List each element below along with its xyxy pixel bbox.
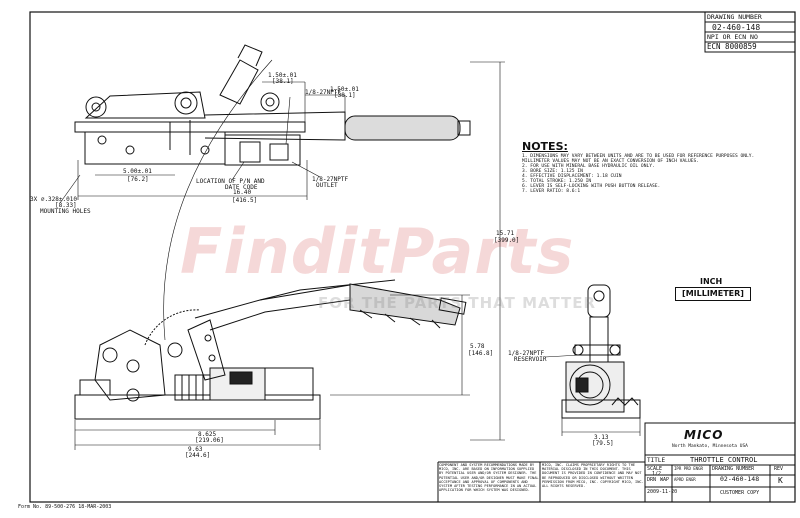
drawing-title: THROTTLE CONTROL (690, 456, 758, 464)
dim-top-2-mm: [38.1] (334, 92, 356, 99)
npi-label: NPI OR ECN NO (707, 33, 758, 41)
drawing-number-bottom: 02-460-148 (720, 475, 760, 483)
dim-1571-mm: [399.0] (494, 237, 520, 244)
rev-label: REV (774, 466, 784, 472)
mounting-holes-mm: [8.33] (55, 202, 77, 209)
dim-578: 5.78 (470, 343, 485, 350)
unit-millimeter: [MILLIMETER] (675, 287, 751, 301)
dim-8625: 8.625 (198, 431, 217, 438)
dim-1640-mm: [416.5] (232, 197, 258, 204)
end-view (561, 284, 641, 436)
sheet-border (29, 11, 796, 503)
title-block-frame (437, 422, 796, 503)
dim-1640: 16.40 (233, 189, 252, 196)
note-line: 6. LEVER IS SELF-LOCKING WITH PUSH BUTTO… (522, 184, 661, 189)
note-line: 5. TOTAL STROKE: 1.250 IN (522, 179, 592, 184)
company-location: North Mankato, Minnesota USA (672, 444, 748, 449)
outlet-port-label: 1/8-27NPTF (312, 176, 349, 183)
drn-label: DRN (647, 477, 657, 483)
scale-value: 1/2 (652, 471, 662, 477)
ipr-label: IPR PRD ENGR (674, 466, 703, 471)
drawing-number-label: DRAWING NUMBER (707, 13, 762, 21)
disclaimer-right: MICO, INC. CLAIMS PROPRIETARY RIGHTS TO … (542, 463, 644, 489)
customer-copy: CUSTOMER COPY (720, 490, 760, 496)
port-top-label: 1/8-27NPTF (305, 89, 342, 96)
dim-top-2: 1.50±.01 (330, 86, 359, 93)
dim-313-mm: [79.5] (592, 440, 614, 447)
dim-top-1: 1.50±.01 (268, 72, 297, 79)
dim-1571: 15.71 (496, 230, 515, 237)
drawing-number-box (704, 11, 796, 53)
title-label: TITLE (647, 457, 666, 464)
side-view (74, 279, 470, 450)
outlet-label: OUTLET (316, 182, 338, 189)
mounting-holes-callout: 3X ⌀.328±.010 (30, 196, 77, 203)
reservoir-port-label: 1/8-27NPTF (508, 350, 545, 357)
note-line: 7. LEVER RATIO: 8.6:1 (522, 189, 581, 194)
date-code-label: DATE CODE (225, 184, 258, 191)
top-view (74, 44, 471, 200)
form-number: Form No. 89-500-276 18-MAR-2003 (18, 504, 112, 510)
notes-title: NOTES: (522, 140, 568, 153)
drawing-number-label-bottom: DRAWING NUMBER (712, 466, 755, 472)
unit-inch: INCH (700, 277, 723, 286)
dim-313: 3.13 (594, 434, 609, 441)
note-line: MILLIMETER VALUES MAY NOT BE AN EXACT CO… (522, 159, 700, 164)
dim-500: 5.00±.01 (123, 168, 152, 175)
note-line: 4. EFFECTIVE DISPLACEMENT: 1.18 CUIN (522, 174, 622, 179)
rev-value: K (778, 476, 783, 485)
dim-top-1-mm: [38.1] (272, 78, 294, 85)
dim-500-mm: [76.2] (127, 176, 149, 183)
dim-963: 9.63 (188, 446, 203, 453)
note-line: 1. DIMENSIONS MAY VARY BETWEEN UNITS AND… (522, 154, 755, 159)
drawing-number: 02-460-148 (712, 23, 761, 32)
mounting-holes-label: MOUNTING HOLES (40, 208, 91, 215)
aprd-label: APRD ENGR (674, 477, 696, 482)
company-logo: MICO (684, 428, 724, 442)
ecn-number: ECN 8000859 (707, 42, 757, 51)
dim-578-mm: [146.8] (468, 350, 494, 357)
scale-label: SCALE (647, 466, 663, 472)
drn-value: WAP (660, 477, 670, 483)
note-line: 2. FOR USE WITH MINERAL BASE HYDRAULIC O… (522, 164, 655, 169)
watermark-brand: FinditParts (180, 215, 575, 288)
disclaimer-left: COMPONENT AND SYSTEM RECOMMENDATIONS MAD… (439, 463, 539, 493)
drawing-date: 2009-11-20 (647, 489, 678, 495)
watermark-tagline: FOR THE PARTS THAT MATTER (318, 294, 597, 312)
note-line: 3. BORE SIZE: 1.125 IN (522, 169, 583, 174)
location-pn-label: LOCATION OF P/N AND (196, 178, 265, 185)
dim-963-mm: [244.6] (185, 452, 211, 459)
dim-8625-mm: [219.06] (195, 437, 224, 444)
reservoir-label: RESERVOIR (514, 356, 547, 363)
